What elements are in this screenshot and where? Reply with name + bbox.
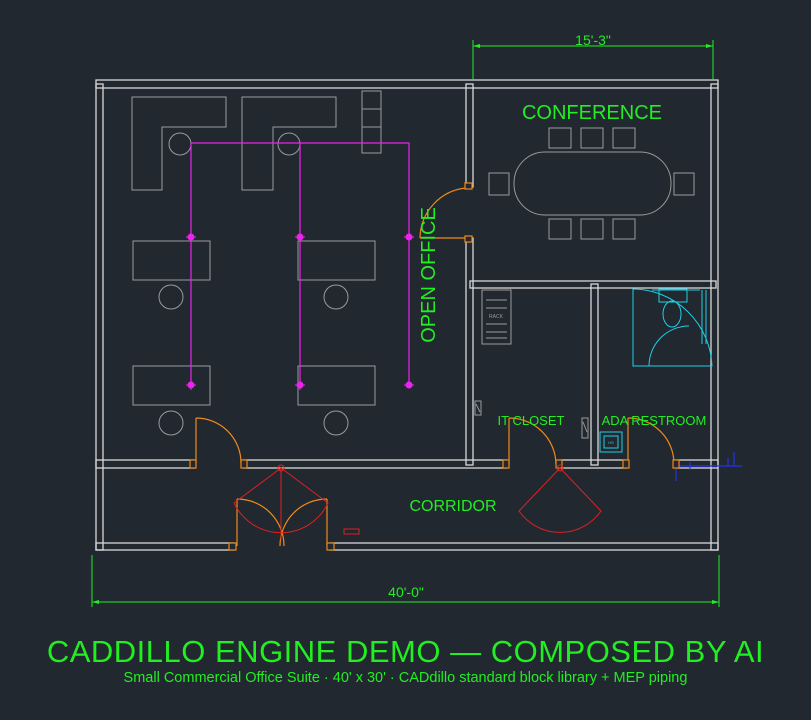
toilet-tank <box>658 288 688 303</box>
room-label-ada-restroom: ADA RESTROOM <box>602 413 707 428</box>
room-label-open-office: OPEN OFFICE <box>418 207 440 343</box>
sprinkler-coverage-corridor <box>518 467 602 533</box>
open-office-furniture <box>131 90 382 436</box>
door-swing <box>508 417 557 465</box>
room-label-conference: CONFERENCE <box>522 102 662 124</box>
conference-chair <box>548 127 572 149</box>
sprinkler-head <box>277 464 285 472</box>
drawing-subtitle: Small Commercial Office Suite · 40' x 30… <box>123 670 688 686</box>
wall-panel-device <box>581 417 589 439</box>
desk-3 <box>132 240 211 281</box>
fire-extinguisher-cabinet <box>343 528 360 535</box>
desk-5 <box>132 365 211 406</box>
wall-devices <box>474 400 589 439</box>
sink <box>599 431 623 453</box>
door-swing <box>419 187 467 239</box>
rack-label: RACK <box>489 314 504 320</box>
sink-label: HS <box>608 440 614 445</box>
room-labels: CONFERENCE OPEN OFFICE IT CLOSET ADA RES… <box>409 102 706 515</box>
conference-chair <box>612 127 636 149</box>
conference-table <box>513 151 672 216</box>
closet-restroom-partition <box>590 283 599 466</box>
wall-panel-device <box>474 400 482 416</box>
toilet-bowl <box>662 300 682 328</box>
conference-width-dimension: 15'-3" <box>575 32 611 48</box>
conference-chair <box>580 127 604 149</box>
drawing-title: CADDILLO ENGINE DEMO — COMPOSED BY AI <box>46 634 765 669</box>
chair-6 <box>323 410 349 436</box>
room-label-corridor: CORRIDOR <box>409 498 496 515</box>
sprinkler-head <box>556 464 564 472</box>
conference-chair <box>548 218 572 240</box>
file-cabinet <box>361 90 382 154</box>
door-swing <box>195 417 242 464</box>
mep-piping <box>190 142 410 385</box>
dimension-overall <box>91 555 720 607</box>
desk-4 <box>297 240 376 281</box>
conference-south-wall <box>469 280 717 289</box>
chair-4 <box>323 284 349 310</box>
doors <box>189 182 680 551</box>
turning-radius <box>632 288 713 367</box>
dimension-conference <box>472 40 714 80</box>
conference-furniture <box>488 127 695 240</box>
conference-chair <box>580 218 604 240</box>
room-label-it-closet: IT CLOSET <box>498 413 565 428</box>
overall-width-dimension: 40'-0" <box>388 584 424 600</box>
conference-chair <box>488 172 510 196</box>
door-swing <box>627 417 675 465</box>
conference-chair <box>673 172 695 196</box>
fire-safety-devices <box>233 464 602 540</box>
entry-door-swing <box>236 498 285 547</box>
piping-nodes <box>186 232 414 390</box>
ada-restroom-fixtures <box>599 288 713 453</box>
chair-5 <box>158 410 184 436</box>
l-desk-2 <box>241 96 337 191</box>
conference-chair <box>612 218 636 240</box>
chair-3 <box>158 284 184 310</box>
server-rack <box>481 289 512 345</box>
